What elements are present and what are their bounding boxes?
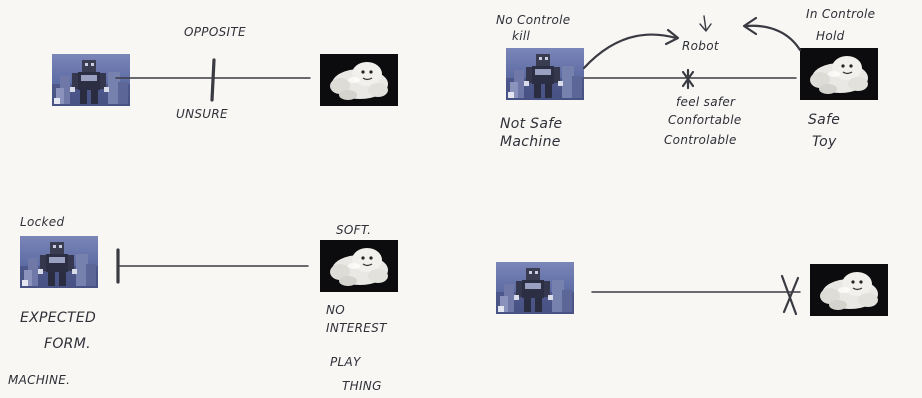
arrowhead-left	[664, 28, 680, 46]
label-expected: EXPECTED	[20, 310, 96, 326]
label-no: NO	[326, 303, 345, 317]
label-controllable: Controlable	[664, 133, 737, 147]
label-hold: Hold	[816, 29, 845, 43]
label-toy: Toy	[812, 134, 837, 150]
arrowhead-right	[742, 16, 758, 36]
star-marker	[681, 68, 695, 90]
panel-bottom-left: Locked EXPECTED FORM. MACHINE. SOFT. NO …	[8, 215, 399, 393]
arrow-right-to-robot	[744, 24, 802, 52]
arrow-left-to-robot	[582, 33, 678, 70]
label-in-control: In Controle	[806, 7, 875, 21]
plush-toy-image	[809, 263, 889, 317]
label-comfortable: Confortable	[668, 113, 742, 127]
label-interest: INTEREST	[326, 321, 388, 335]
plush-toy-image	[319, 239, 399, 293]
label-robot: Robot	[682, 39, 720, 53]
label-not-safe: Not Safe	[500, 116, 562, 132]
label-no-control: No Controle	[496, 13, 570, 27]
label-soft: SOFT.	[336, 223, 371, 237]
down-tick	[703, 15, 707, 31]
robot-image	[496, 262, 574, 314]
label-play: PLAY	[330, 355, 362, 369]
label-thing: THING	[342, 379, 382, 393]
plush-toy-image	[319, 53, 399, 107]
panel-top-left: OPPOSITE UNSURE	[52, 25, 399, 121]
x-marker	[780, 274, 800, 316]
label-form: FORM.	[44, 336, 91, 352]
robot-image	[20, 236, 98, 288]
plush-toy-image	[799, 47, 879, 101]
label-machine: Machine	[500, 134, 561, 150]
divider-tick	[210, 58, 216, 102]
down-arrowhead	[699, 23, 712, 32]
label-locked: Locked	[20, 215, 64, 229]
label-safe: Safe	[808, 112, 840, 128]
label-kill: kill	[512, 29, 531, 43]
robot-image	[52, 54, 130, 106]
label-opposite: OPPOSITE	[184, 25, 246, 39]
panel-bottom-right	[496, 262, 889, 317]
label-unsure: UNSURE	[176, 107, 228, 121]
label-feel-safer: feel safer	[676, 95, 736, 109]
panel-top-right: No Controle kill Robot In Controle Hold …	[496, 7, 879, 150]
robot-image	[506, 48, 584, 100]
label-machine-lower: MACHINE.	[8, 373, 70, 387]
